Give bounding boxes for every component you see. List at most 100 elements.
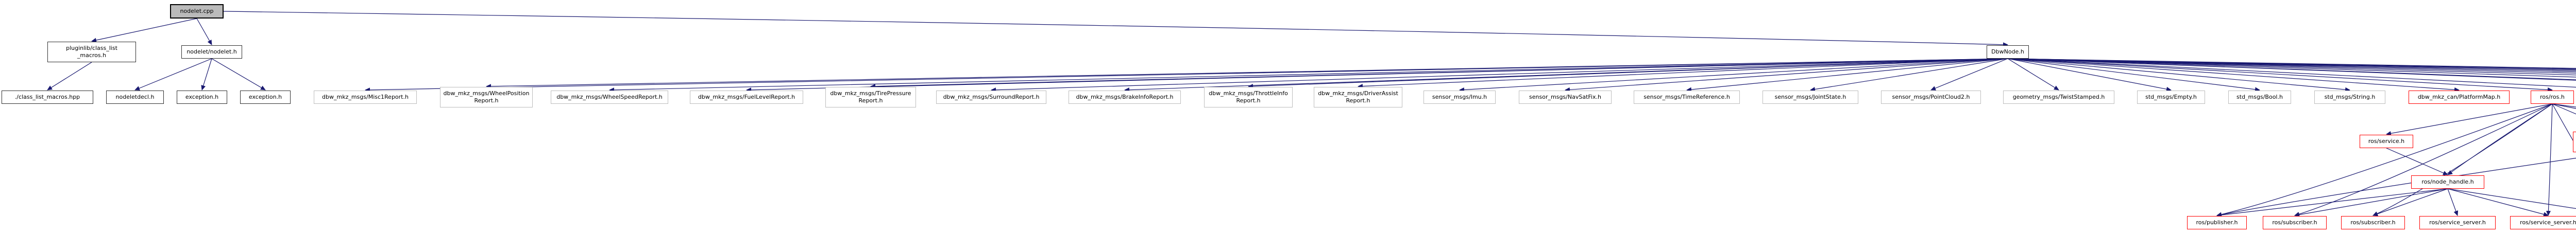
graph-node-exception1[interactable]: exception.h [177, 91, 227, 104]
dependency-edge-nodelet_h-to-nodeletdecl [134, 58, 212, 91]
node-label: sensor_msgs/PointCloud2.h [1892, 93, 1970, 100]
node-label: dbw_mkz_msgs/WheelSpeedReport.h [556, 93, 663, 100]
node-label: sensor_msgs/Imu.h [1432, 93, 1487, 100]
dependency-edge-nodelet_cpp-to-nodelet_h [196, 18, 212, 45]
dependency-edge-rosros-to-ssp [2552, 103, 2576, 115]
node-label: ros/subscriber.h [2272, 219, 2317, 226]
node-label: sensor_msgs/TimeReference.h [1643, 93, 1730, 100]
dependency-edge-dbwnode_h-to-rosros [2007, 58, 2553, 92]
dependency-edge-dbwnode_h-to-steeringreport [2007, 58, 2576, 71]
node-label: exception.h [248, 93, 282, 100]
graph-node-imu[interactable]: sensor_msgs/Imu.h [1423, 91, 1496, 104]
node-label: dbw_mkz_msgs/BrakeInfoReport.h [1076, 93, 1174, 100]
dependency-edge-service-to-nodehandle [2386, 148, 2448, 175]
graph-node-nodelet-cpp[interactable]: nodelet.cpp [170, 4, 224, 19]
node-label: dbw_mkz_can/PlatformMap.h [2417, 93, 2501, 100]
graph-node-string[interactable]: std_msgs/String.h [2314, 91, 2385, 104]
dependency-edge-nodehandle-to-subscriber2 [2372, 188, 2448, 217]
graph-node-rosros[interactable]: ros/ros.h [2531, 91, 2574, 104]
graph-node-subscriber2[interactable]: ros/subscriber.h [2341, 216, 2405, 229]
dependency-edge-dbwnode_h-to-bool [2007, 58, 2260, 92]
graph-node-service[interactable]: ros/service.h [2360, 135, 2413, 148]
graph-node-nodehandle[interactable]: ros/node_handle.h [2411, 175, 2484, 189]
graph-node-jointstate[interactable]: sensor_msgs/JointState.h [1762, 91, 1858, 104]
dependency-edge-nodelet_cpp-to-pluginlib_clm [91, 18, 197, 43]
graph-node-surround[interactable]: dbw_mkz_msgs/SurroundReport.h [936, 91, 1046, 104]
dependency-edge-nodehandle-to-init [2447, 188, 2576, 209]
node-label: pluginlib/class_list [66, 44, 117, 51]
graph-node-serviceserver2[interactable]: ros/service_server.h [2510, 216, 2576, 229]
node-label: Report.h [858, 97, 883, 104]
node-label: dbw_mkz_msgs/TirePressure [830, 89, 911, 97]
dependency-edge-nodehandle-to-subscriber1 [2294, 188, 2448, 217]
dependency-edge-rosros-to-serviceserver2 [2546, 103, 2553, 216]
dependency-edge-dbwnode_h-to-imu [1459, 58, 2008, 92]
dependency-edge-dbwnode_h-to-twiststamped [2007, 58, 2059, 91]
node-label: ros/subscriber.h [2350, 219, 2396, 226]
dependency-edge-nodelet_cpp-to-dbwnode_h [223, 11, 2008, 47]
node-label: sensor_msgs/JointState.h [1774, 93, 1846, 100]
node-label: Report.h [474, 97, 499, 104]
node-label: ros/node_handle.h [2421, 178, 2474, 185]
graph-node-platformmap[interactable]: dbw_mkz_can/PlatformMap.h [2409, 91, 2510, 104]
node-label: Report.h [1346, 97, 1370, 104]
graph-node-publisher[interactable]: ros/publisher.h [2187, 216, 2247, 229]
graph-node-exception2[interactable]: exception.h [240, 91, 291, 104]
graph-node-wheelspeed[interactable]: dbw_mkz_msgs/WheelSpeedReport.h [551, 91, 668, 104]
dependency-edge-rosros-to-subscriber1 [2294, 103, 2553, 217]
dependency-edge-ssp-to-publisher [2216, 157, 2576, 217]
graph-node-nodeletdecl[interactable]: nodeletdecl.h [106, 91, 164, 104]
dependency-edge-pluginlib_clm-to-clm_hpp [47, 62, 92, 91]
dependency-edge-dbwnode_h-to-brakecmd [2007, 58, 2576, 80]
graph-node-fuellevel[interactable]: dbw_mkz_msgs/FuelLevelReport.h [690, 91, 803, 104]
graph-node-nodelet-h[interactable]: nodelet/nodelet.h [181, 45, 242, 59]
graph-node-dbwnode-h[interactable]: DbwNode.h [1987, 45, 2029, 59]
dependency-edge-dbwnode_h-to-surround [991, 58, 2008, 93]
graph-node-subscriber1[interactable]: ros/subscriber.h [2263, 216, 2327, 229]
dependency-edge-nodehandle-to-serviceserver2 [2447, 188, 2549, 217]
graph-node-bool[interactable]: std_msgs/Bool.h [2228, 91, 2291, 104]
node-label: ros/ros.h [2540, 93, 2565, 100]
graph-node-pointcloud2[interactable]: sensor_msgs/PointCloud2.h [1881, 91, 1981, 104]
graph-node-clm-hpp[interactable]: ./class_list_macros.hpp [2, 91, 93, 104]
node-label: DbwNode.h [1991, 48, 2024, 55]
graph-node-navsatfix[interactable]: sensor_msgs/NavSatFix.h [1519, 91, 1612, 104]
node-label: geometry_msgs/TwistStamped.h [2012, 93, 2105, 100]
node-label: dbw_mkz_msgs/SurroundReport.h [943, 93, 1040, 100]
node-label: ros/service_server.h [2520, 219, 2576, 226]
dependency-edge-rosros-to-master [2552, 103, 2576, 109]
dependency-edge-rosros-to-init [2552, 103, 2576, 147]
graph-node-serviceserver1[interactable]: ros/service_server.h [2419, 216, 2496, 229]
dependency-edge-dbwnode_h-to-throttleinfo [1248, 58, 2008, 89]
dependency-edge-dbwnode_h-to-tirepressure [870, 58, 2008, 89]
dependency-edge-dbwnode_h-to-wheelspeed [609, 58, 2008, 93]
graph-node-ssp[interactable]: ros/single_subscriber_publisher.h [2573, 132, 2576, 152]
graph-node-empty[interactable]: std_msgs/Empty.h [2137, 91, 2205, 104]
graph-node-misc1report[interactable]: dbw_mkz_msgs/Misc1Report.h [314, 91, 417, 104]
node-label: ros/service_server.h [2429, 219, 2486, 226]
dependency-edge-dbwnode_h-to-gearcmd [2007, 58, 2576, 70]
dependency-edge-rosros-to-thisnode [2552, 103, 2576, 107]
dependency-edge-dbwnode_h-to-driverassist [1358, 58, 2008, 89]
node-label: ros/publisher.h [2196, 219, 2238, 226]
node-label: dbw_mkz_msgs/ThrottleInfo [1209, 89, 1288, 97]
dependency-edge-rosros-to-nodehandle [2447, 103, 2553, 175]
node-label: nodeletdecl.h [115, 93, 155, 100]
dependency-edge-nodelet_h-to-exception2 [211, 58, 266, 91]
node-label: std_msgs/Empty.h [2145, 93, 2197, 100]
graph-node-pluginlib-clm[interactable]: pluginlib/class_list_macros.h [47, 42, 136, 62]
graph-node-brakeinfo[interactable]: dbw_mkz_msgs/BrakeInfoReport.h [1069, 91, 1181, 104]
dependency-edge-dbwnode_h-to-navsatfix [1565, 58, 2008, 92]
dependency-edge-rosros-to-subscriber2 [2372, 103, 2553, 216]
graph-node-timereference[interactable]: sensor_msgs/TimeReference.h [1634, 91, 1740, 104]
dependency-edge-rosros-to-publisher [2216, 103, 2553, 217]
graph-node-twiststamped[interactable]: geometry_msgs/TwistStamped.h [2003, 91, 2114, 104]
node-label: dbw_mkz_msgs/DriverAssist [1318, 89, 1398, 97]
node-label: sensor_msgs/NavSatFix.h [1529, 93, 1601, 100]
dependency-edge-dbwnode_h-to-gearreport [2007, 58, 2576, 69]
